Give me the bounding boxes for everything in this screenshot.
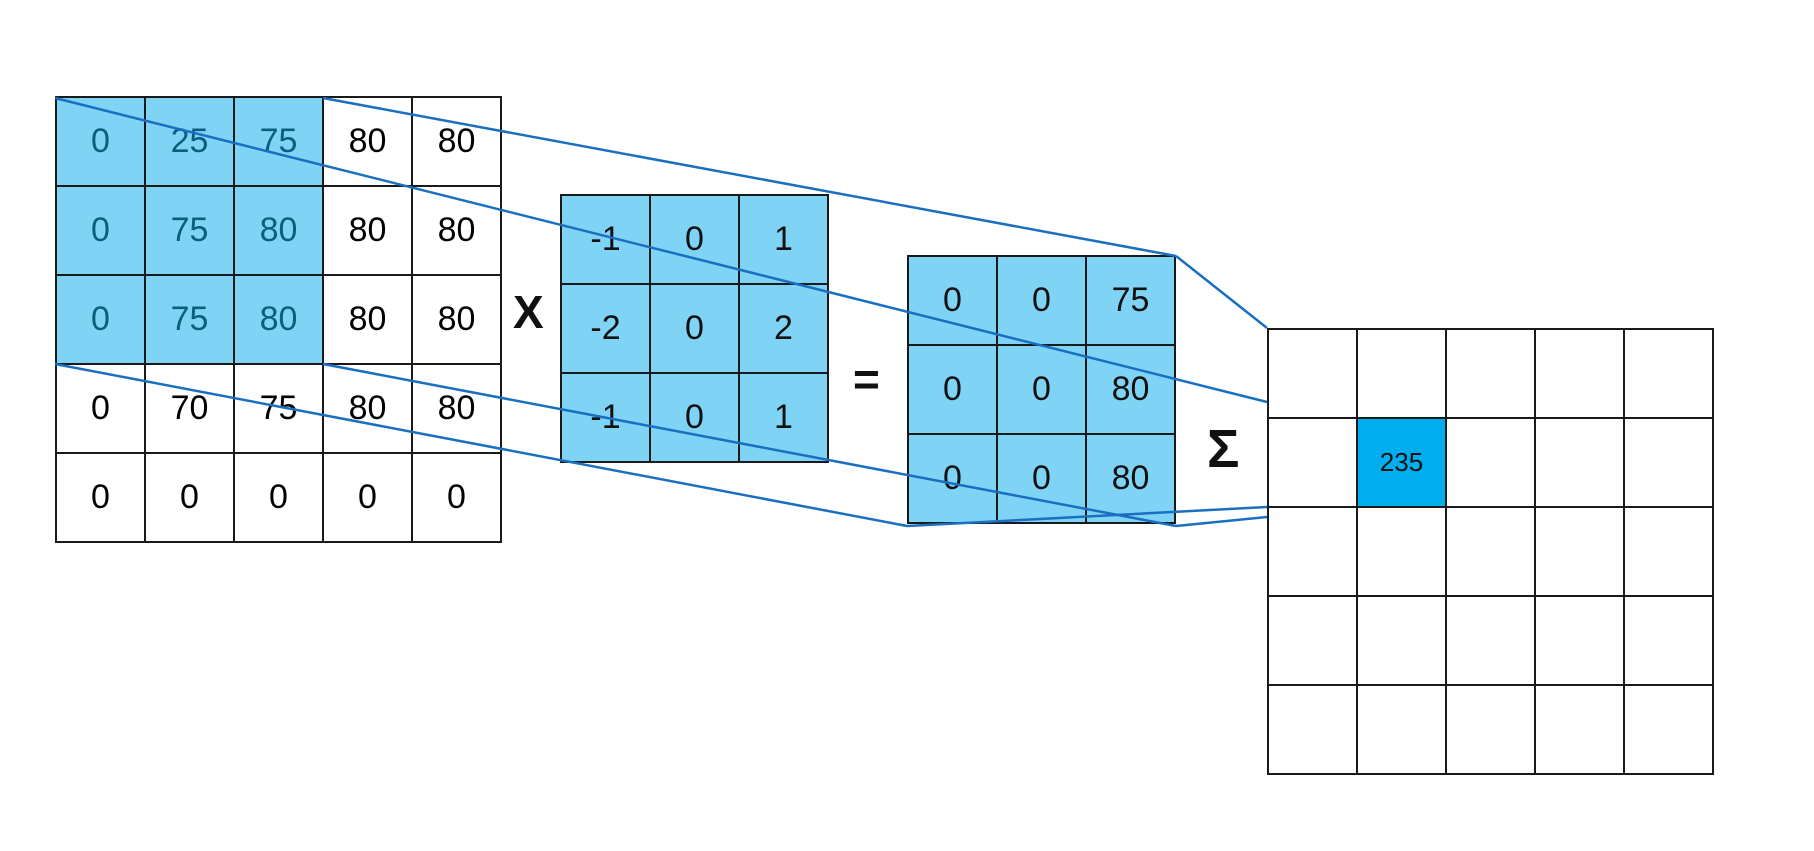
input-cell: 70 (146, 365, 235, 454)
product-cell: 0 (909, 435, 998, 524)
output-cell (1447, 419, 1536, 508)
product-cell: 80 (1087, 435, 1176, 524)
sum-operator: Σ (1207, 419, 1240, 479)
kernel-cell: -2 (562, 285, 651, 374)
output-cell (1269, 419, 1358, 508)
output-cell (1358, 330, 1447, 419)
kernel-cell: -1 (562, 196, 651, 285)
input-cell: 75 (235, 365, 324, 454)
output-cell (1269, 508, 1358, 597)
input-cell: 0 (57, 98, 146, 187)
product-cell: 75 (1087, 257, 1176, 346)
input-cell: 80 (413, 98, 502, 187)
product-cell: 0 (909, 257, 998, 346)
output-cell (1625, 686, 1714, 775)
input-cell: 75 (146, 187, 235, 276)
output-cell (1447, 330, 1536, 419)
input-cell: 0 (57, 187, 146, 276)
input-cell: 80 (413, 365, 502, 454)
kernel-cell: -1 (562, 374, 651, 463)
input-cell: 80 (324, 98, 413, 187)
kernel-cell: 0 (651, 196, 740, 285)
output-cell (1269, 330, 1358, 419)
output-matrix: 235 (1267, 328, 1714, 775)
output-cell (1358, 597, 1447, 686)
input-cell: 0 (146, 454, 235, 543)
kernel-cell: 1 (740, 196, 829, 285)
input-cell: 75 (235, 98, 324, 187)
output-cell (1536, 330, 1625, 419)
connector-line (1175, 515, 1268, 528)
input-cell: 0 (57, 365, 146, 454)
output-cell (1536, 508, 1625, 597)
input-cell: 80 (324, 365, 413, 454)
kernel-cell: 1 (740, 374, 829, 463)
connector-line (1175, 255, 1268, 329)
product-cell: 0 (998, 346, 1087, 435)
output-cell (1625, 508, 1714, 597)
output-cell (1447, 508, 1536, 597)
kernel-cell: 0 (651, 374, 740, 463)
multiply-operator: X (513, 286, 544, 338)
equals-operator: = (853, 353, 880, 405)
output-cell-active: 235 (1358, 419, 1447, 508)
output-cell (1447, 597, 1536, 686)
input-cell: 0 (235, 454, 324, 543)
output-cell (1269, 686, 1358, 775)
output-cell (1358, 686, 1447, 775)
input-cell: 80 (413, 276, 502, 365)
output-cell (1536, 686, 1625, 775)
product-cell: 0 (909, 346, 998, 435)
product-cell: 0 (998, 435, 1087, 524)
kernel-cell: 0 (651, 285, 740, 374)
output-cell (1625, 419, 1714, 508)
output-cell (1625, 597, 1714, 686)
input-cell: 80 (235, 276, 324, 365)
kernel-cell: 2 (740, 285, 829, 374)
input-cell: 0 (324, 454, 413, 543)
product-cell: 0 (998, 257, 1087, 346)
output-cell (1536, 597, 1625, 686)
input-cell: 80 (413, 187, 502, 276)
input-cell: 80 (324, 276, 413, 365)
input-cell: 80 (324, 187, 413, 276)
input-cell: 0 (57, 454, 146, 543)
output-cell (1536, 419, 1625, 508)
output-cell (1447, 686, 1536, 775)
input-cell: 75 (146, 276, 235, 365)
input-cell: 0 (413, 454, 502, 543)
output-cell (1625, 330, 1714, 419)
output-cell (1269, 597, 1358, 686)
output-cell (1358, 508, 1447, 597)
input-cell: 0 (57, 276, 146, 365)
input-cell: 80 (235, 187, 324, 276)
product-cell: 80 (1087, 346, 1176, 435)
input-cell: 25 (146, 98, 235, 187)
